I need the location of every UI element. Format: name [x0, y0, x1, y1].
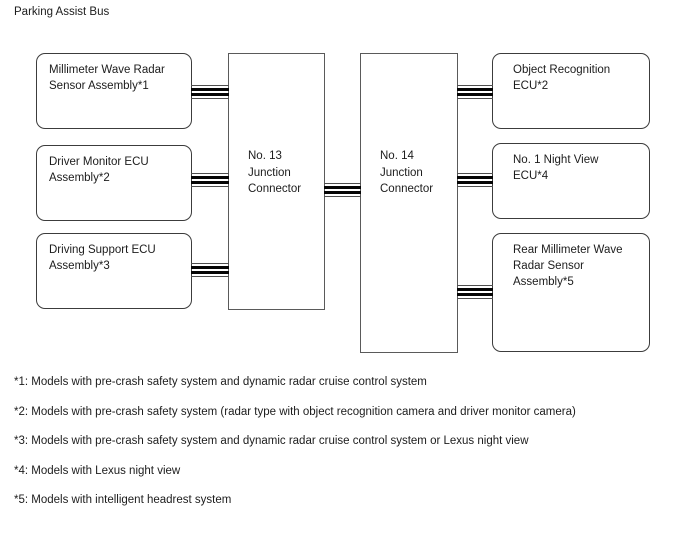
node-label: Rear Millimeter Wave Radar Sensor Assemb… [513, 244, 623, 288]
node-night-view-ecu: No. 1 Night View ECU*4 [492, 143, 650, 219]
node-driver-monitor-ecu: Driver Monitor ECU Assembly*2 [36, 145, 192, 221]
node-label: Object Recognition ECU*2 [513, 64, 611, 92]
junction-connector-13: No. 13 Junction Connector [228, 53, 325, 310]
junction-label: No. 13 Junction Connector [248, 150, 302, 195]
node-rear-millimeter-wave-radar-sensor: Rear Millimeter Wave Radar Sensor Assemb… [492, 233, 650, 352]
footnote-1: *1: Models with pre-crash safety system … [14, 376, 427, 388]
junction-label: No. 14 Junction Connector [380, 150, 434, 195]
bus-connection-left-2 [191, 173, 229, 187]
node-driving-support-ecu: Driving Support ECU Assembly*3 [36, 233, 192, 309]
node-label: Millimeter Wave Radar Sensor Assembly*1 [49, 64, 165, 92]
footnote-3: *3: Models with pre-crash safety system … [14, 435, 529, 447]
diagram-title: Parking Assist Bus [14, 6, 110, 18]
node-label: Driving Support ECU Assembly*3 [49, 244, 156, 272]
node-label: Driver Monitor ECU Assembly*2 [49, 156, 149, 184]
junction-connector-14: No. 14 Junction Connector [360, 53, 458, 353]
node-label: No. 1 Night View ECU*4 [513, 154, 599, 182]
node-millimeter-wave-radar-sensor: Millimeter Wave Radar Sensor Assembly*1 [36, 53, 192, 129]
footnote-4: *4: Models with Lexus night view [14, 465, 181, 477]
footnote-2: *2: Models with pre-crash safety system … [14, 406, 576, 418]
bus-connection-right-3 [457, 285, 493, 299]
bus-connection-junctions [324, 183, 361, 197]
bus-connection-left-1 [191, 85, 229, 99]
footnote-5: *5: Models with intelligent headrest sys… [14, 494, 232, 506]
bus-connection-right-2 [457, 173, 493, 187]
bus-connection-left-3 [191, 263, 229, 277]
node-object-recognition-ecu: Object Recognition ECU*2 [492, 53, 650, 129]
bus-connection-right-1 [457, 85, 493, 99]
